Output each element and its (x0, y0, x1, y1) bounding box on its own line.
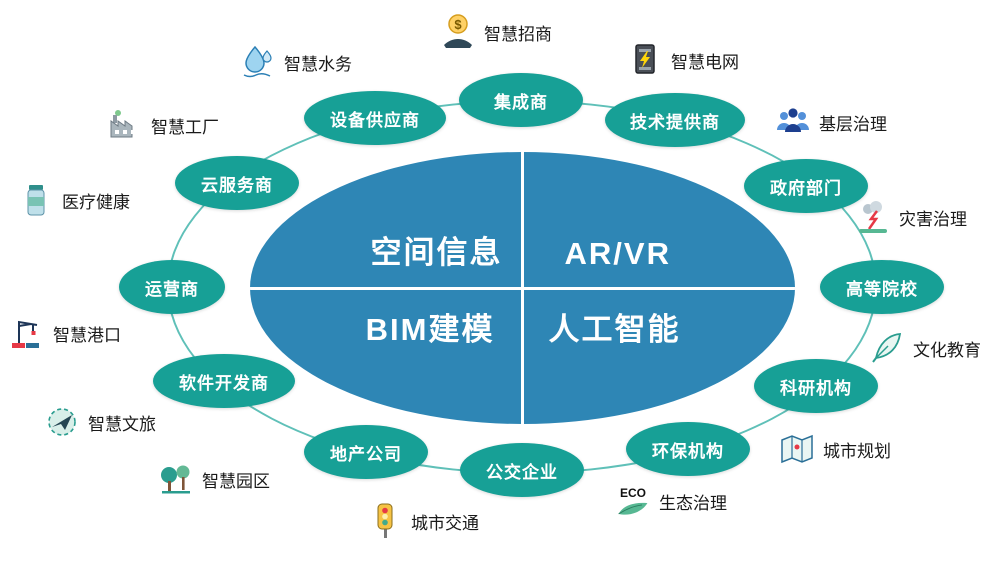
external-label: 城市交通 (411, 513, 479, 533)
external-label: 智慧电网 (671, 52, 739, 72)
external-grassroots-governance: 基层治理 (773, 102, 887, 142)
external-smart-port: 智慧港口 (7, 313, 121, 353)
external-eco-governance: ECO 生态治理 (613, 481, 727, 521)
horizontal-divider (250, 286, 795, 290)
water-drop-icon (238, 42, 278, 82)
node-label: 运营商 (145, 279, 199, 299)
node-operator: 运营商 (119, 260, 225, 314)
node-transit-company: 公交企业 (460, 443, 584, 497)
external-smart-park: 智慧园区 (156, 459, 270, 499)
globe-plane-icon (42, 402, 82, 442)
node-label: 软件开发商 (179, 373, 269, 393)
node-label: 科研机构 (780, 378, 852, 398)
external-label: 智慧招商 (484, 24, 552, 44)
quadrant-ai: 人工智能 (548, 312, 681, 347)
node-label: 集成商 (494, 92, 548, 112)
node-label: 环保机构 (652, 441, 724, 461)
core-ellipse: 空间信息 AR/VR BIM建模 人工智能 (250, 152, 795, 424)
external-smart-factory: 智慧工厂 (105, 105, 219, 145)
node-university: 高等院校 (820, 260, 944, 314)
external-label: 城市规划 (823, 441, 891, 461)
quadrant-ar-vr: AR/VR (564, 236, 671, 271)
power-panel-icon (625, 40, 665, 80)
node-equipment-supplier: 设备供应商 (304, 91, 446, 145)
quadrant-spatial-info: 空间信息 (370, 235, 503, 270)
node-environment-agency: 环保机构 (626, 422, 750, 476)
external-label: 智慧园区 (202, 471, 270, 491)
external-label: 智慧港口 (53, 325, 121, 345)
storm-icon (853, 197, 893, 237)
external-culture-education: 文化教育 (867, 328, 981, 368)
external-disaster-governance: 灾害治理 (853, 197, 967, 237)
external-label: 智慧文旅 (88, 414, 156, 434)
external-smart-investment: $ 智慧招商 (438, 12, 552, 52)
external-smart-grid: 智慧电网 (625, 40, 739, 80)
external-label: 基层治理 (819, 114, 887, 134)
external-medical-health: 医疗健康 (16, 180, 130, 220)
external-smart-tourism: 智慧文旅 (42, 402, 156, 442)
node-label: 技术提供商 (630, 112, 720, 132)
coin-hand-icon: $ (438, 12, 478, 52)
node-cloud-provider: 云服务商 (175, 156, 299, 210)
node-integrator: 集成商 (459, 73, 583, 127)
node-label: 公交企业 (486, 462, 558, 482)
external-label: 智慧水务 (284, 54, 352, 74)
port-crane-icon (7, 313, 47, 353)
node-label: 高等院校 (846, 279, 918, 299)
factory-icon (105, 105, 145, 145)
traffic-light-icon (365, 501, 405, 541)
node-label: 地产公司 (330, 444, 402, 464)
people-group-icon (773, 102, 813, 142)
node-research-institute: 科研机构 (754, 359, 878, 413)
external-label: 文化教育 (913, 340, 981, 360)
node-label: 云服务商 (201, 175, 273, 195)
external-label: 灾害治理 (899, 209, 967, 229)
node-software-developer: 软件开发商 (153, 354, 295, 408)
quadrant-bim: BIM建模 (365, 312, 495, 347)
trees-icon (156, 459, 196, 499)
eco-leaf-icon: ECO (613, 479, 653, 523)
external-label: 医疗健康 (62, 192, 130, 212)
external-urban-planning: 城市规划 (777, 429, 891, 469)
medicine-bottle-icon (16, 180, 56, 220)
external-label: 生态治理 (659, 493, 727, 513)
node-label: 政府部门 (770, 178, 842, 198)
node-tech-provider: 技术提供商 (605, 93, 745, 147)
eco-text: ECO (619, 485, 646, 500)
node-real-estate: 地产公司 (304, 425, 428, 479)
external-smart-water: 智慧水务 (238, 42, 352, 82)
dollar-glyph: $ (454, 17, 462, 32)
external-urban-traffic: 城市交通 (365, 501, 479, 541)
map-icon (777, 429, 817, 469)
external-label: 智慧工厂 (151, 117, 219, 137)
feather-pen-icon (867, 328, 907, 368)
node-government: 政府部门 (744, 159, 868, 213)
node-label: 设备供应商 (330, 110, 420, 130)
